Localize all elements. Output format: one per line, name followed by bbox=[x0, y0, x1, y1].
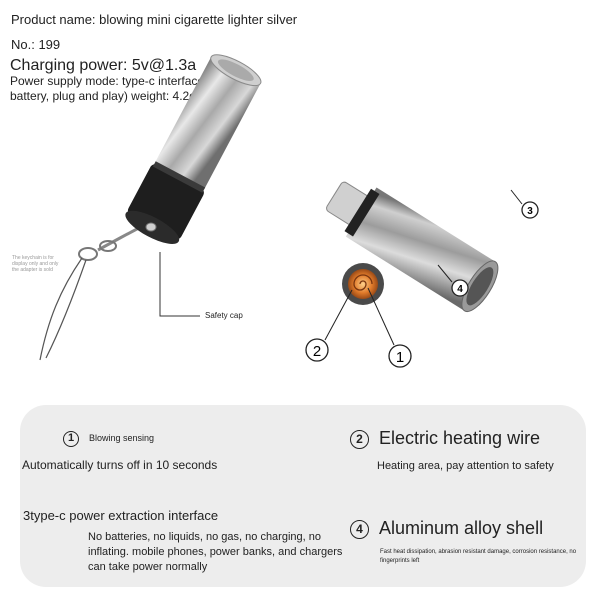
feature-4-number: 4 bbox=[350, 520, 369, 539]
charging-power: Charging power: 5v@1.3a bbox=[10, 57, 197, 74]
feature-4-description: Fast heat dissipation, abrasion resistan… bbox=[380, 549, 577, 564]
feature-3-description: No batteries, no liquids, no gas, no cha… bbox=[88, 531, 343, 573]
feature-1-description: Automatically turns off in 10 seconds bbox=[22, 458, 218, 472]
product-number: No.: 199 bbox=[11, 37, 61, 52]
callout-4: 4 bbox=[451, 279, 469, 297]
safety-cap-label: Safety cap bbox=[205, 311, 243, 320]
callout-2: 2 bbox=[305, 338, 329, 362]
feature-2-number: 2 bbox=[350, 430, 369, 449]
heating-coil bbox=[342, 263, 384, 305]
callout-3-leader bbox=[510, 189, 523, 205]
keychain-note: The keychain is for display only and onl… bbox=[12, 255, 59, 273]
keychain bbox=[39, 220, 151, 361]
svg-text:3: 3 bbox=[527, 206, 533, 217]
safety-cap-leader bbox=[159, 252, 200, 317]
svg-text:4: 4 bbox=[457, 284, 463, 295]
feature-3-title: 3type-c power extraction interface bbox=[23, 508, 219, 523]
feature-1-title: Blowing sensing bbox=[89, 433, 155, 443]
lighter-body-left bbox=[125, 54, 262, 244]
callout-3: 3 bbox=[521, 201, 539, 219]
features-panel bbox=[20, 405, 586, 587]
svg-text:1: 1 bbox=[396, 349, 404, 366]
product-illustration: 2 1 3 4 bbox=[39, 54, 539, 368]
supply-mode: Power supply mode: type-c interface (no … bbox=[10, 74, 225, 103]
callout-2-leader bbox=[324, 289, 353, 341]
callout-1-leader bbox=[367, 287, 395, 346]
feature-1-number: 1 bbox=[63, 431, 79, 447]
feature-2-title: Electric heating wire bbox=[379, 428, 541, 448]
callout-1: 1 bbox=[388, 344, 412, 368]
keyring-loop bbox=[145, 222, 157, 232]
feature-2-description: Heating area, pay attention to safety bbox=[377, 460, 554, 472]
svg-text:2: 2 bbox=[313, 343, 321, 360]
product-name: Product name: blowing mini cigarette lig… bbox=[11, 12, 298, 27]
callout-4-leader bbox=[437, 264, 453, 283]
feature-4-title: Aluminum alloy shell bbox=[379, 518, 544, 538]
